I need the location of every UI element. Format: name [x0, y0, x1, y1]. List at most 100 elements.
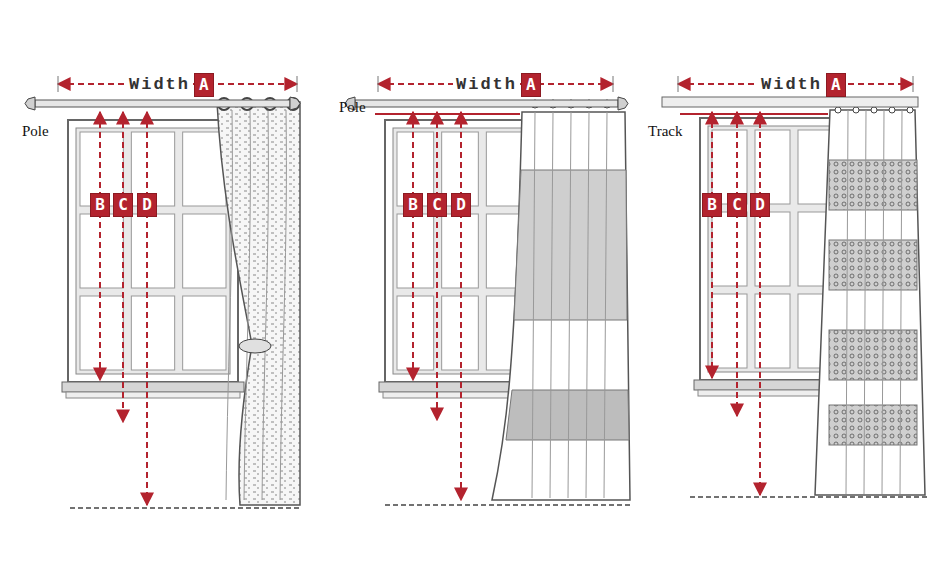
- tieback: [239, 339, 271, 353]
- drop-dimension-arrow: [412, 112, 414, 380]
- dimension-letter-box: D: [137, 193, 157, 217]
- dimension-tick: [613, 76, 614, 92]
- dimension-letter-box: C: [113, 193, 133, 217]
- window-pane: [183, 296, 226, 370]
- curtain: [815, 110, 925, 495]
- curtain-pole: [355, 100, 618, 107]
- dimension-letter: A: [199, 75, 209, 94]
- part-name: Pole: [339, 98, 366, 116]
- curtain-fold: [568, 112, 571, 498]
- window-pane: [131, 296, 174, 370]
- dimension-letter: B: [707, 195, 717, 214]
- dimension-letter-box: B: [702, 193, 722, 217]
- floor-line: [690, 496, 930, 498]
- part-name: Track: [648, 122, 682, 140]
- dimension-letter-box: C: [727, 193, 747, 217]
- dimension-letter: B: [408, 195, 418, 214]
- curtain-fold: [882, 110, 884, 494]
- curtain-band: [829, 160, 917, 210]
- dimension-tick: [378, 76, 379, 92]
- dimension-name: Width: [126, 75, 193, 95]
- track-glider: [853, 107, 859, 113]
- floor-line: [70, 507, 300, 509]
- window-pane: [486, 132, 523, 206]
- curtain-pole: [35, 100, 290, 107]
- curtain: [492, 112, 630, 500]
- panel-illustration: [345, 76, 630, 505]
- panel-illustration: [662, 76, 930, 497]
- window-pane: [80, 296, 123, 370]
- window-pane: [80, 214, 123, 288]
- dimension-tick: [913, 76, 914, 92]
- curtain-fold: [532, 112, 535, 498]
- drop-dimension-arrow: [460, 112, 462, 500]
- dimension-letter: C: [118, 195, 128, 214]
- curtain-fold: [550, 112, 553, 498]
- drop-dimension-arrow: [711, 112, 713, 378]
- curtain-stripe: [506, 390, 629, 440]
- part-name: Pole: [22, 122, 49, 140]
- curtain-fold: [900, 110, 902, 494]
- curtain-track: [662, 97, 918, 107]
- red-reference-line: [375, 113, 520, 115]
- dimension-name: Width: [758, 75, 825, 95]
- curtain-fold: [244, 110, 250, 500]
- window-sill: [66, 392, 240, 398]
- dimension-letter-box: B: [90, 193, 110, 217]
- drop-dimension-arrow: [122, 112, 124, 422]
- dimension-letter-box: A: [826, 73, 846, 97]
- floor-line: [385, 504, 630, 506]
- window-pane: [712, 294, 747, 368]
- dimension-letter: D: [142, 195, 152, 214]
- curtain-band: [829, 240, 917, 290]
- curtain-band: [829, 405, 917, 445]
- curtain-fold: [280, 110, 286, 500]
- drop-dimension-arrow: [99, 112, 101, 380]
- dimension-name: Width: [453, 75, 520, 95]
- window-pane: [712, 212, 747, 286]
- dimension-letter-box: C: [427, 193, 447, 217]
- window-pane: [183, 214, 226, 288]
- curtain-fold: [864, 110, 866, 494]
- window-pane: [397, 296, 434, 370]
- dimension-letter-box: A: [194, 73, 214, 97]
- dimension-letter: B: [95, 195, 105, 214]
- track-glider: [907, 107, 913, 113]
- dimension-letter-box: A: [521, 73, 541, 97]
- window-glass: [708, 126, 837, 372]
- dimension-tick: [297, 76, 298, 92]
- dimension-letter-box: D: [451, 193, 471, 217]
- curtain-fold: [226, 110, 232, 500]
- track-glider: [835, 107, 841, 113]
- curtain-band: [829, 330, 917, 380]
- dimension-tick: [58, 76, 59, 92]
- dimension-tick: [678, 76, 679, 92]
- curtain-fold: [586, 112, 589, 498]
- window-sill: [62, 382, 244, 392]
- drop-dimension-arrow: [146, 112, 148, 505]
- dimension-letter: D: [456, 195, 466, 214]
- curtain: [217, 102, 300, 505]
- curtain-fold: [846, 110, 848, 494]
- window-pane: [397, 214, 434, 288]
- red-reference-line: [680, 113, 828, 115]
- curtain-fold: [604, 112, 607, 498]
- drop-dimension-arrow: [436, 112, 438, 420]
- dimension-letter-box: B: [403, 193, 423, 217]
- pole-finial: [618, 97, 628, 110]
- track-glider: [871, 107, 877, 113]
- dimension-letter: A: [526, 75, 536, 94]
- drop-dimension-arrow: [759, 112, 761, 495]
- dimension-letter-box: D: [750, 193, 770, 217]
- track-glider: [889, 107, 895, 113]
- curtain-fold: [262, 110, 268, 500]
- drop-dimension-arrow: [736, 112, 738, 416]
- window-pane: [131, 214, 174, 288]
- panel-illustration: [25, 76, 300, 508]
- dimension-letter: C: [732, 195, 742, 214]
- dimension-letter: C: [432, 195, 442, 214]
- dimension-letter: A: [831, 75, 841, 94]
- pole-finial: [290, 97, 300, 110]
- window-frame: [68, 120, 238, 382]
